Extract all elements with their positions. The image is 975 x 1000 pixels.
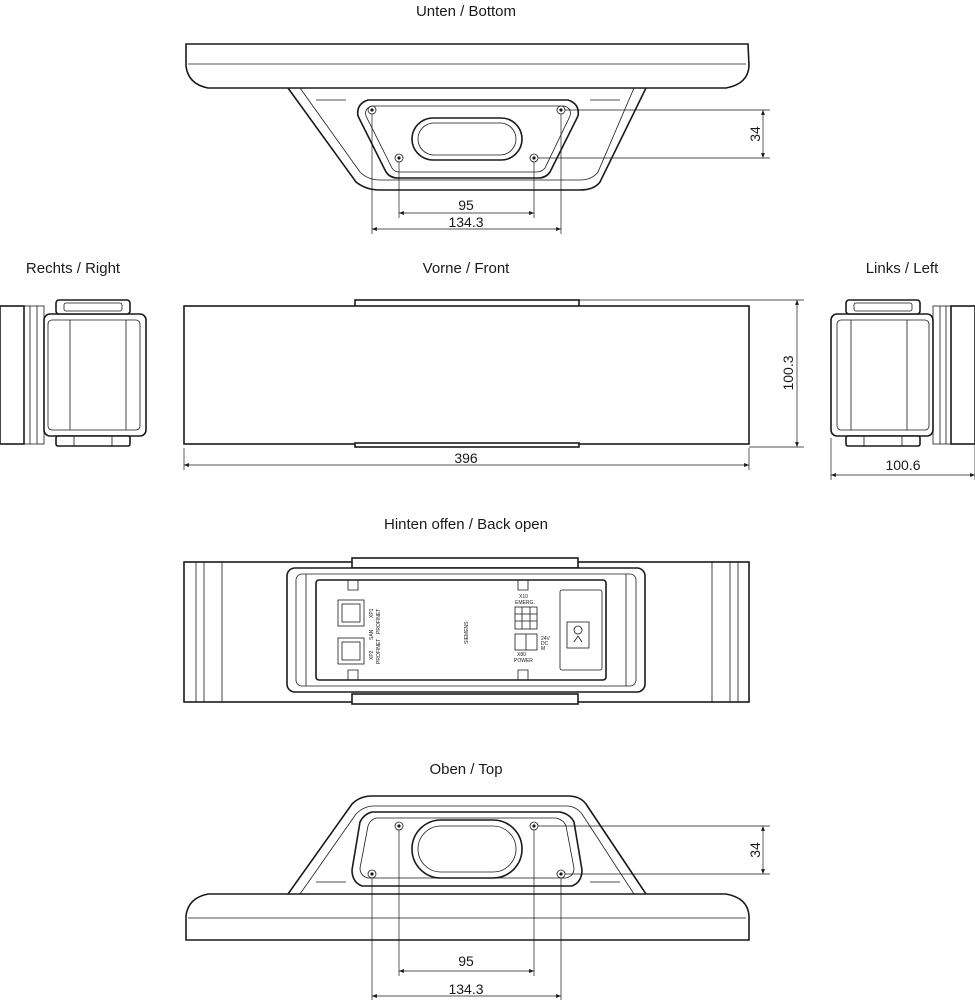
bottom-view-foot	[287, 87, 647, 191]
bottom-dim-34-label: 34	[747, 126, 763, 142]
bottom-dim-134-label: 134.3	[448, 214, 483, 230]
bottom-dim-95-label: 95	[458, 197, 474, 213]
top-dim-34: 34	[538, 825, 770, 875]
top-dim-95-label: 95	[458, 953, 474, 969]
right-view: Rechts / Right	[0, 260, 147, 447]
bottom-view-cable-opening	[411, 117, 523, 161]
svg-text:PROFINET: PROFINET	[376, 609, 382, 634]
bottom-view: Unten / Bottom 34 95	[185, 3, 770, 234]
front-view-body	[183, 305, 750, 445]
svg-text:SAN: SAN	[369, 629, 375, 640]
top-view-cable-opening	[411, 819, 523, 879]
front-view: Vorne / Front 396 100.3	[183, 260, 804, 470]
right-view-title: Rechts / Right	[26, 260, 121, 277]
svg-text:M: M	[541, 646, 545, 652]
pcb-rj45-ports	[337, 599, 365, 665]
back-view-title: Hinten offen / Back open	[384, 516, 548, 533]
svg-text:PROFINET: PROFINET	[376, 639, 382, 664]
front-dim-396: 396	[183, 448, 750, 470]
top-view-plate	[351, 811, 583, 887]
svg-text:POWER: POWER	[514, 658, 533, 664]
left-dim-100-6-label: 100.6	[885, 457, 920, 473]
bottom-view-title: Unten / Bottom	[416, 3, 516, 20]
top-dim-34-label: 34	[747, 842, 763, 858]
top-view-slab	[185, 893, 750, 941]
front-view-title: Vorne / Front	[423, 260, 511, 277]
top-dim-134: 134.3	[371, 878, 562, 1000]
top-view: Oben / Top 34 95	[185, 761, 770, 1000]
pcb-board	[315, 579, 607, 681]
bottom-dim-34: 34	[538, 109, 770, 159]
svg-text:XP1: XP1	[369, 608, 375, 618]
svg-text:DC: DC	[541, 641, 549, 647]
top-dim-95: 95	[398, 830, 535, 976]
bottom-view-plate	[356, 99, 580, 179]
pcb-port-labels: XP2 SAN XP1 PROFINET PROFINET SIEMENS	[369, 608, 470, 664]
top-view-screws	[367, 821, 566, 879]
back-view: Hinten offen / Back open XP2 SAN XP1 P	[183, 516, 750, 705]
svg-text:24V: 24V	[541, 636, 551, 642]
pcb-connectors: X10 EMERG. X80 POWER 24V DC M	[514, 594, 551, 664]
front-dim-396-label: 396	[454, 450, 478, 466]
svg-text:X10: X10	[519, 594, 528, 600]
top-dim-134-label: 134.3	[448, 981, 483, 997]
svg-text:X80: X80	[517, 652, 526, 658]
left-dim-100-6: 100.6	[830, 438, 975, 480]
top-view-title: Oben / Top	[429, 761, 502, 778]
bottom-dim-95: 95	[398, 162, 535, 218]
pcb-brand: SIEMENS	[464, 621, 470, 644]
top-view-foot	[287, 795, 647, 895]
bottom-view-slab	[185, 43, 750, 89]
left-view-title: Links / Left	[866, 260, 939, 277]
left-view: Links / Left 100.6	[830, 260, 975, 480]
svg-text:EMERG.: EMERG.	[515, 600, 535, 606]
front-dim-100-3-label: 100.3	[780, 355, 796, 390]
bottom-view-screws	[367, 105, 566, 163]
front-dim-100-3: 100.3	[579, 299, 804, 448]
svg-text:XP2: XP2	[369, 650, 375, 660]
bottom-dim-134: 134.3	[371, 114, 562, 234]
